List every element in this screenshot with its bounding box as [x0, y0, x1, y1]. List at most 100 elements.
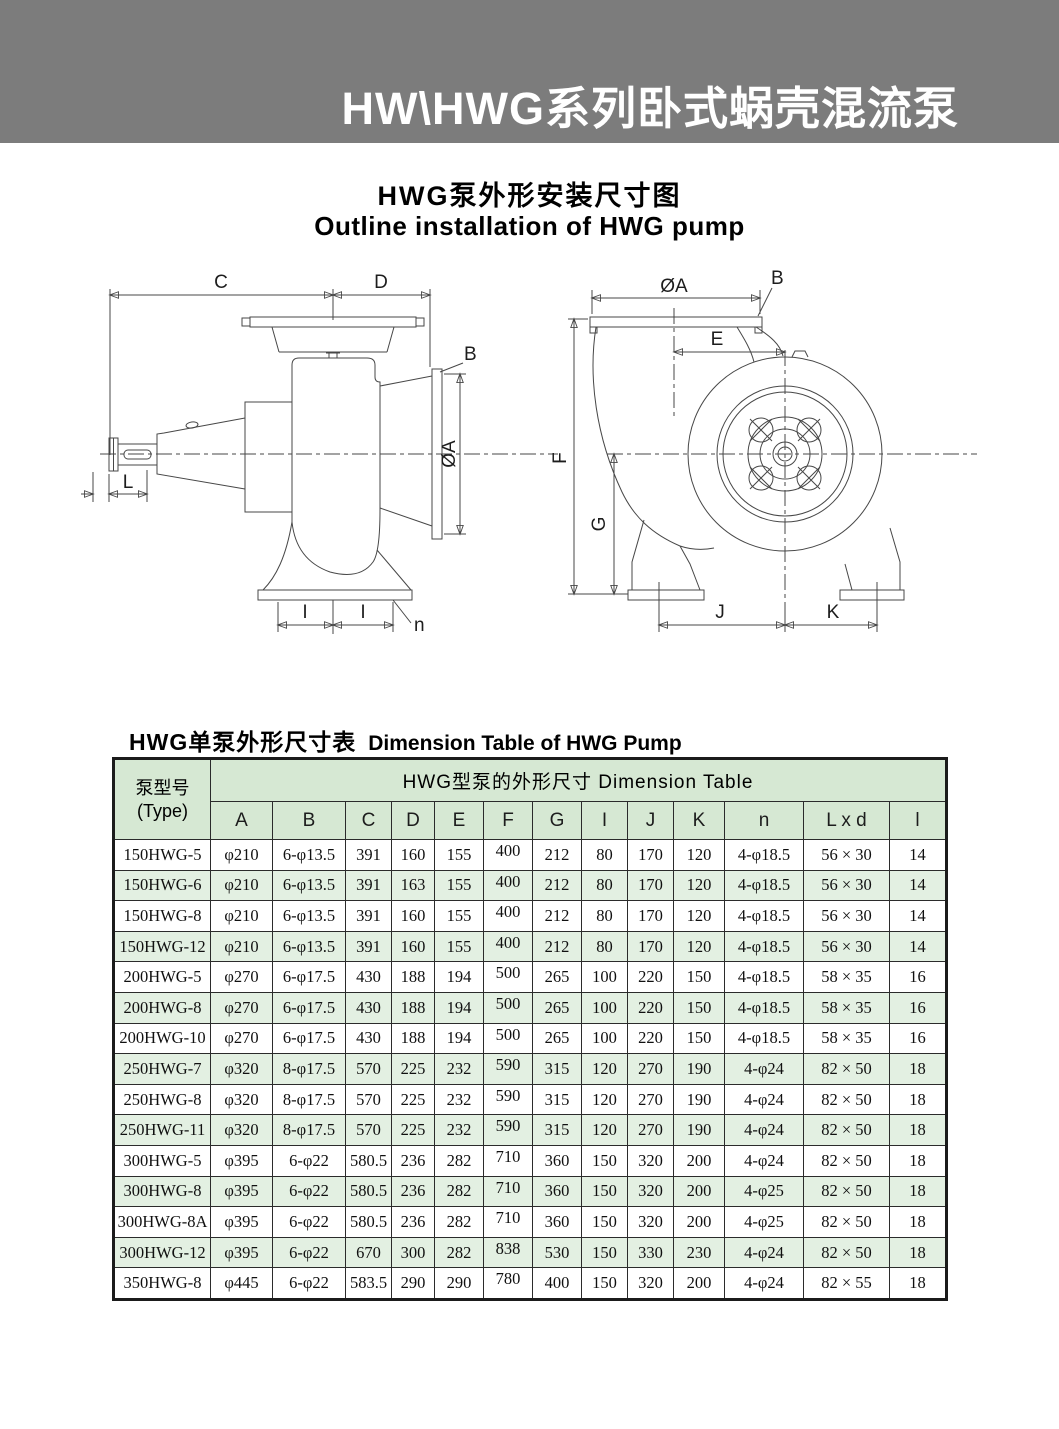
dim-value: 391 — [345, 869, 392, 902]
dim-value: 265 — [532, 1022, 582, 1055]
dim-value: 583.5 — [345, 1267, 392, 1300]
dim-value: φ270 — [210, 961, 273, 993]
dim-value: 16 — [889, 961, 947, 993]
dim-value: 155 — [434, 839, 484, 871]
pump-type: 200HWG-10 — [113, 1022, 211, 1055]
dim-value: 4-φ18.5 — [724, 930, 804, 963]
dim-value: 80 — [581, 869, 628, 902]
page-banner: HW\HWG系列卧式蜗壳混流泵 — [0, 0, 1059, 143]
column-header: I — [581, 801, 628, 840]
dim-value: 120 — [581, 1114, 628, 1146]
dim-value: 315 — [532, 1114, 582, 1146]
dim-value: 391 — [345, 930, 392, 963]
dim-value: 80 — [581, 930, 628, 963]
dim-value: 56 × 30 — [803, 930, 890, 963]
dim-value: 150 — [673, 991, 725, 1024]
dim-value: 580.5 — [345, 1206, 392, 1238]
discharge-flange — [589, 316, 763, 328]
dim-value: 4-φ25 — [724, 1206, 804, 1238]
dim-value: 232 — [434, 1083, 484, 1116]
dim-value: 838 — [483, 1236, 533, 1269]
dim-value: 710 — [483, 1175, 533, 1208]
dim-value: 6-φ22 — [272, 1267, 346, 1300]
dim-value: 155 — [434, 869, 484, 902]
pump-shaft — [117, 443, 158, 466]
dim-value: 18 — [889, 1175, 947, 1208]
dim-value: 320 — [627, 1267, 674, 1300]
subtitle-en: Outline installation of HWG pump — [314, 211, 745, 241]
dim-value: 170 — [627, 900, 674, 932]
dim-value: 150 — [581, 1267, 628, 1300]
dim-value: 82 × 50 — [803, 1144, 890, 1177]
dim-value: 590 — [483, 1053, 533, 1085]
dim-value: 4-φ24 — [724, 1053, 804, 1085]
dim-value: 212 — [532, 900, 582, 932]
dim-value: 330 — [627, 1236, 674, 1269]
dim-value: 120 — [581, 1053, 628, 1085]
dim-value: 4-φ24 — [724, 1083, 804, 1116]
dim-value: 360 — [532, 1175, 582, 1208]
dim-value: 225 — [391, 1114, 435, 1146]
volute-profile — [592, 326, 715, 550]
dim-value: 4-φ24 — [724, 1267, 804, 1300]
dim-value: 400 — [483, 930, 533, 963]
dim-value: 6-φ13.5 — [272, 839, 346, 871]
dim-value: φ395 — [210, 1144, 273, 1177]
dim-value: 160 — [391, 900, 435, 932]
dim-value: 18 — [889, 1053, 947, 1085]
dim-value: 163 — [391, 869, 435, 902]
left-foot — [631, 519, 701, 591]
dim-value: 4-φ18.5 — [724, 869, 804, 902]
dim-value: 100 — [581, 961, 628, 993]
page-title: HW\HWG系列卧式蜗壳混流泵 — [341, 83, 959, 134]
dim-value: 400 — [483, 869, 533, 902]
dim-value: 160 — [391, 930, 435, 963]
column-header: l — [889, 801, 947, 840]
dim-value: 320 — [627, 1175, 674, 1208]
dim-value: 18 — [889, 1267, 947, 1300]
dim-value: φ445 — [210, 1267, 273, 1300]
dim-value: 4-φ25 — [724, 1175, 804, 1208]
dim-value: 400 — [483, 900, 533, 932]
dim-value: 6-φ13.5 — [272, 869, 346, 902]
dim-value: φ210 — [210, 839, 273, 871]
column-header: n — [724, 801, 804, 840]
dim-value: 56 × 30 — [803, 839, 890, 871]
column-header: D — [391, 801, 435, 840]
dim-value: 391 — [345, 900, 392, 932]
pump-type: 250HWG-8 — [113, 1083, 211, 1116]
dim-value: 188 — [391, 1022, 435, 1055]
pump-type: 200HWG-5 — [113, 961, 211, 993]
dim-value: 190 — [673, 1083, 725, 1116]
dim-value: 120 — [673, 839, 725, 871]
dim-value: 500 — [483, 1022, 533, 1055]
dim-value: 82 × 50 — [803, 1053, 890, 1085]
column-header: E — [434, 801, 484, 840]
dim-value: 14 — [889, 839, 947, 871]
dim-value: 100 — [581, 991, 628, 1024]
dim-value: 4-φ24 — [724, 1236, 804, 1269]
dim-value: 194 — [434, 961, 484, 993]
dim-value: 58 × 35 — [803, 991, 890, 1024]
group-header: HWG型泵的外形尺寸 Dimension Table — [210, 758, 947, 802]
dim-value: 150 — [673, 1022, 725, 1055]
dim-value: 220 — [627, 991, 674, 1024]
dim-value: 188 — [391, 961, 435, 993]
dim-value: 4-φ18.5 — [724, 991, 804, 1024]
dim-value: 160 — [391, 839, 435, 871]
subtitle-zh: HWG泵外形安装尺寸图 — [377, 181, 682, 211]
dim-value: 570 — [345, 1114, 392, 1146]
dim-value: φ395 — [210, 1175, 273, 1208]
dim-value: 188 — [391, 991, 435, 1024]
dim-value: 6-φ22 — [272, 1206, 346, 1238]
dim-value: 82 × 50 — [803, 1175, 890, 1208]
pump-front-view-drawing: ØA B E F G J K — [552, 268, 977, 632]
pump-type: 150HWG-12 — [113, 930, 211, 963]
